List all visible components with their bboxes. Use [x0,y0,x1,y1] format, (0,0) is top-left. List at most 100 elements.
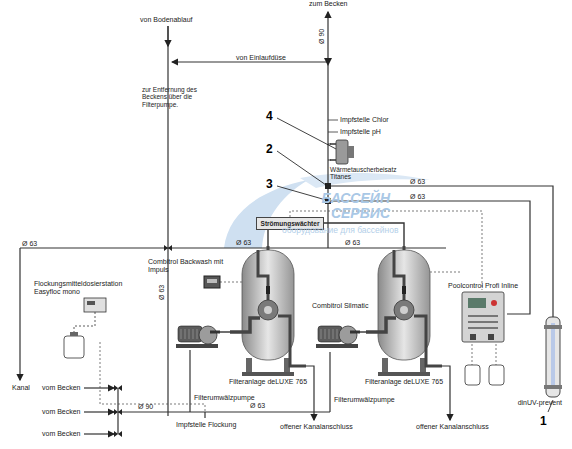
callout-leader [277,118,553,412]
node-label: dinUV-prevent [518,399,562,407]
node-label: Filterumwälzpumpe [334,396,395,404]
chemical-canister [489,365,504,385]
pipe-label: Kanal [12,384,30,392]
control-wire [100,211,496,412]
control-wire [472,344,496,365]
valve-symbol [114,385,122,391]
pipe-line [306,366,314,420]
valve-symbol [324,58,332,66]
pipe-label: Ø 90 [138,403,153,411]
circulation-pump-shape [316,344,358,348]
circulation-pump: Filterumwälzpumpe [176,320,220,402]
pipe-label: offener Kanalanschluss [280,423,353,431]
sand-filter-shape [394,300,414,320]
pipe-line [20,12,553,434]
callout-leader [277,151,326,185]
pipe-label: von Bodenablauf [140,16,193,24]
pipe-connector [220,331,230,332]
sand-filter-shape [366,318,396,332]
pipe-line [189,350,190,412]
node-label: Combitrol Silmatic [312,302,368,310]
callout-leader [277,118,338,150]
pipe-line [84,387,114,388]
sand-filter-shape [378,372,430,376]
pipe-line [167,26,168,416]
pipe-label: zur Entfernung des Beckens über die Filt… [142,86,206,108]
circulation-pump-shape [316,320,360,350]
callout-leader [277,186,326,200]
uv-unit: dinUV-prevent [512,315,562,407]
valve-symbol [114,431,122,437]
flocculant-station-shape [34,296,138,358]
sand-filter-shape [230,318,260,332]
backwash-control-shape [204,276,220,288]
valve-symbol [325,183,331,189]
flocculant-station-shape [87,301,95,305]
flocculant-station: Flockungsmitteldosierstation Easyfloc mo… [34,280,138,358]
flocculant-station-shape [84,298,106,312]
circulation-pump-shape [350,331,360,334]
pipe-connector [267,230,268,246]
pipe-line [117,388,118,434]
circulation-pump-shape [181,329,197,339]
circulation-pump-shape [321,329,337,339]
dosing-point-tick [328,120,338,132]
flocculant-station-shape [64,336,84,358]
watermark-text: БАССЕЙН СЕРВИС [300,191,390,220]
circulation-pump-shape [199,326,217,344]
pipe-label: Ø 63 [158,285,166,300]
backwash-control-shape [207,279,217,283]
pipe-line [327,12,328,248]
pool-controller-shape [468,316,498,328]
pool-controller-shape [488,334,494,340]
node-label: Wärmetauscherbeisatz Titanes [330,166,404,181]
circulation-pump-shape [210,331,220,334]
sand-filter-shape [258,300,278,320]
sand-filter-shape [414,316,442,366]
pipe-line [204,412,205,418]
pipe-label: vom Becken [42,408,81,416]
valve-symbol [164,245,172,251]
node-label: Combitrol Backwash mit Impuls [148,258,234,274]
sand-filter-shape [230,246,306,378]
pipe-label: zum Becken [309,0,348,8]
pipe-line [19,248,20,380]
pipe-label: Ø 63 [22,240,37,248]
control-wire [100,342,205,412]
pipe-label: Ø 63 [236,239,251,247]
dosing-point-tick [328,120,338,132]
sand-filter-shape [402,286,406,294]
node-label: Filteranlage deLUXE 765 [229,378,307,386]
flocculant-station-shape [70,332,78,336]
pipe-label: Impfstelle Flockung [176,421,236,429]
sand-filter-shape [266,286,270,294]
pipe-connector [360,331,366,332]
pool-controller-shape [460,290,506,344]
pool-controller-shape [468,298,486,308]
pipe-label: Impfstelle Chlor [340,116,389,124]
sand-filter-shape [400,306,408,314]
node-label: Filterumwälzpumpe [194,394,255,402]
heat-exchanger-shape [336,140,348,164]
circulation-pump-shape [176,320,220,350]
pipe-label: von Einlaufdüse [236,54,286,62]
sand-filter-shape [278,316,306,366]
callout-number: 3 [266,178,273,192]
node-label: Flockungsmitteldosierstation Easyfloc mo… [34,280,138,296]
pool-controller-shape [462,292,504,342]
uv-unit-shape [544,325,562,329]
heat-exchanger-shape [330,144,336,160]
callout-number: 1 [540,415,547,429]
heat-exchanger-shape [330,138,358,166]
uv-unit-shape [551,323,555,389]
circulation-pump: Filterumwälzpumpe [316,320,360,404]
circulation-pump-shape [176,344,218,348]
circulation-pump-shape [178,326,202,342]
sand-filter-shape [246,358,252,374]
pipe-line [118,411,330,412]
sand-filter-shape [242,250,294,360]
pipe-label: Ø 63 [410,193,425,201]
uv-unit-shape [544,385,562,389]
chemical-canister [465,365,480,385]
